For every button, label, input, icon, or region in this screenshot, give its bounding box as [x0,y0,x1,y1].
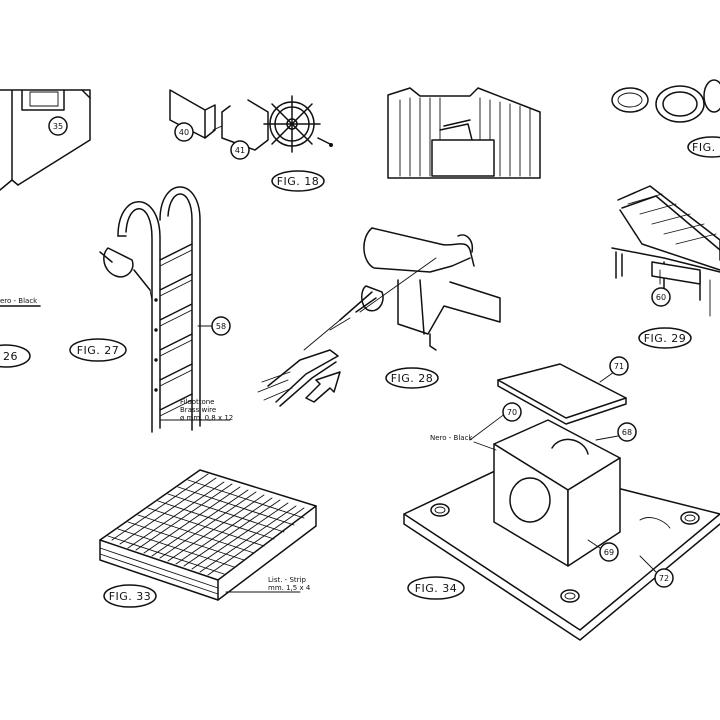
fig-26-fragment [0,305,41,368]
part-number-71: 71 [614,362,624,371]
part-number-72: 72 [659,574,669,583]
part-label-circle [211,316,231,336]
fig-27-label [69,338,127,362]
note-brass-wire-it: Filoottone [180,398,215,406]
part-label-circle [599,542,619,562]
fig-33-text: FIG. 33 [109,590,152,603]
part-number-58: 58 [216,322,226,331]
part-label-circle [654,568,674,588]
note-strip-size: mm. 1,5 x 4 [268,584,311,592]
fig-18-text: FIG. 18 [277,175,320,188]
fig-28-text: FIG. 28 [391,372,434,385]
part-label-circle [230,140,250,160]
fig-27-text: FIG. 27 [77,344,120,357]
ship-wheel [263,95,333,153]
part-number-35: 35 [53,122,63,131]
fig-34-text: FIG. 34 [415,582,458,595]
part-number-70: 70 [507,408,517,417]
part-label-circle [651,287,671,307]
fig-top-right-label [687,136,720,158]
cabinet-part-35 [0,89,91,191]
note-brass-wire-size: ø mm. 0,8 x 12 [180,414,233,422]
part-number-69: 69 [604,548,614,557]
port-holes [611,79,720,123]
box-assembly [403,356,720,641]
part-number-40: 40 [179,128,189,137]
note-brass-wire-en: Brass wire [180,406,216,414]
part-number-41: 41 [235,146,245,155]
note-nero-black-left: ero - Black [0,297,38,305]
note-strip: List. - Strip [268,576,306,584]
note-nero-black-34: Nero - Black [430,434,473,442]
vise-rope-tool [257,227,501,407]
part-number-60: 60 [656,293,666,302]
panels-40-41 [169,89,269,160]
fig-33-label [103,584,157,608]
fig-18-label [271,170,325,192]
part-number-68: 68 [622,428,632,437]
part-label-circle [174,122,194,142]
cabin-interior [387,87,541,179]
part-label-circle [617,422,637,442]
fig-34-label [407,576,465,600]
fig-29-label [638,327,692,349]
part-label-circle [609,356,629,376]
fig-top-right-text: FIG. [692,141,716,154]
deck-chair-part-60 [611,185,720,317]
grating-strip [99,469,317,601]
fig-26-text: G. 26 [0,350,18,363]
ladder-part-58 [99,186,231,433]
fig-29-text: FIG. 29 [644,332,687,345]
fig-28-label [385,367,439,389]
part-label-circle [48,116,68,136]
part-label-circle [502,402,522,422]
